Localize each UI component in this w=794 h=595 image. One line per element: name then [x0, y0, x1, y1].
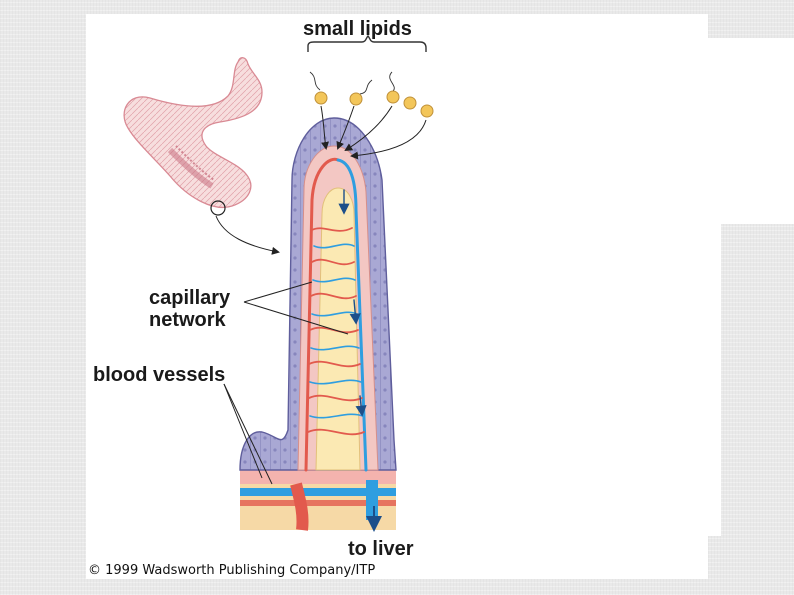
blood-vessels-label: blood vessels: [93, 364, 226, 386]
slide-panel-gray-block: [476, 40, 477, 41]
magnified-region-circle: [210, 200, 226, 216]
zoom-arrow: [215, 215, 280, 255]
lipid-uptake-arrows: [320, 105, 427, 160]
lipid-molecules: [309, 71, 434, 118]
to-liver-label: to liver: [348, 538, 414, 560]
slide-panel-right-upper: [476, 38, 794, 224]
lipids-bracket: [307, 35, 427, 52]
copyright-credit: © 1999 Wadsworth Publishing Company/ITP: [88, 563, 376, 578]
label-leader-lines: [223, 281, 349, 485]
capillary-network: [304, 157, 368, 472]
capillary-network-label: capillary network: [149, 287, 231, 331]
slide-panel-right-lower: [476, 224, 721, 536]
stomach-intestine-sketch: [123, 57, 280, 255]
small-lipids-label: small lipids: [303, 18, 412, 40]
base-tissue: [240, 470, 396, 532]
